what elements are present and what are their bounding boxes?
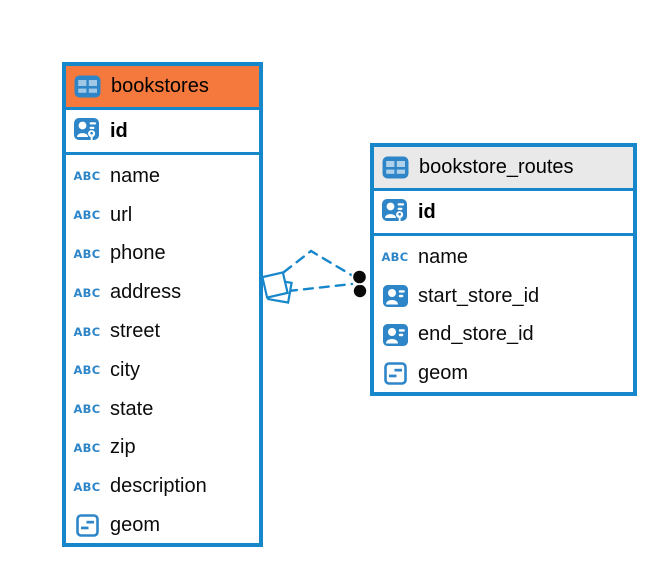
- table-header-bookstores[interactable]: bookstores: [66, 66, 259, 107]
- column-label: name: [110, 164, 161, 187]
- primary-key-row[interactable]: id: [374, 188, 633, 233]
- text-type-icon: ABC: [73, 246, 101, 261]
- column-row-geom[interactable]: geom: [66, 506, 259, 545]
- cardinality-diamond-marker: [261, 271, 293, 304]
- table-name: bookstores: [111, 75, 209, 97]
- geometry-type-icon: [383, 362, 407, 386]
- relationship-line-upper: [282, 249, 355, 278]
- column-row-description[interactable]: ABC description: [66, 467, 259, 506]
- column-row-start_store_id[interactable]: start_store_id: [374, 277, 633, 316]
- column-label: city: [110, 358, 140, 381]
- column-label: state: [110, 397, 154, 420]
- columns-list: ABC name start_store_id end_store_id: [374, 233, 633, 395]
- column-label: name: [418, 245, 469, 268]
- text-type-icon: ABC: [73, 169, 101, 184]
- text-type-icon: ABC: [73, 285, 101, 300]
- column-label: phone: [110, 242, 166, 265]
- column-label: start_store_id: [418, 284, 540, 307]
- table-icon: [382, 156, 409, 179]
- primary-key-label: id: [110, 119, 128, 142]
- text-type-icon: ABC: [381, 250, 409, 265]
- column-row-street[interactable]: ABC street: [66, 312, 259, 351]
- column-label: url: [110, 203, 133, 226]
- foreign-key-icon: [382, 285, 408, 308]
- column-label: end_store_id: [418, 323, 534, 346]
- entity-table-bookstore-routes[interactable]: bookstore_routes id ABC: [370, 143, 637, 396]
- text-type-icon: ABC: [73, 324, 101, 339]
- column-label: street: [110, 320, 161, 343]
- column-label: address: [110, 281, 182, 304]
- relationship-endpoint-dots: [351, 268, 368, 298]
- column-label: description: [110, 475, 207, 498]
- foreign-key-icon: [382, 323, 408, 346]
- column-row-state[interactable]: ABC state: [66, 390, 259, 429]
- column-label: zip: [110, 436, 136, 459]
- text-type-icon: ABC: [73, 440, 101, 455]
- primary-key-label: id: [418, 200, 436, 223]
- column-row-end_store_id[interactable]: end_store_id: [374, 316, 633, 355]
- text-type-icon: ABC: [73, 208, 101, 223]
- columns-list: ABC name ABC url ABC phone ABC address A…: [66, 152, 259, 547]
- table-icon: [74, 75, 101, 98]
- table-header-bookstore-routes[interactable]: bookstore_routes: [374, 147, 633, 188]
- column-row-phone[interactable]: ABC phone: [66, 235, 259, 274]
- column-row-name[interactable]: ABC name: [374, 238, 633, 277]
- text-type-icon: ABC: [73, 479, 101, 494]
- column-label: geom: [418, 362, 469, 385]
- text-type-icon: ABC: [73, 363, 101, 378]
- column-row-city[interactable]: ABC city: [66, 351, 259, 390]
- relationship-line-lower: [286, 282, 354, 293]
- column-label: geom: [110, 514, 161, 537]
- primary-key-icon: [73, 117, 101, 146]
- column-row-zip[interactable]: ABC zip: [66, 429, 259, 468]
- primary-key-icon: [381, 198, 409, 227]
- column-row-url[interactable]: ABC url: [66, 196, 259, 235]
- column-row-name[interactable]: ABC name: [66, 157, 259, 196]
- column-row-address[interactable]: ABC address: [66, 273, 259, 312]
- column-row-geom[interactable]: geom: [374, 354, 633, 393]
- text-type-icon: ABC: [73, 402, 101, 417]
- primary-key-row[interactable]: id: [66, 107, 259, 152]
- entity-table-bookstores[interactable]: bookstores id ABC name: [62, 62, 263, 547]
- geometry-type-icon: [75, 514, 99, 537]
- table-name: bookstore_routes: [419, 156, 574, 178]
